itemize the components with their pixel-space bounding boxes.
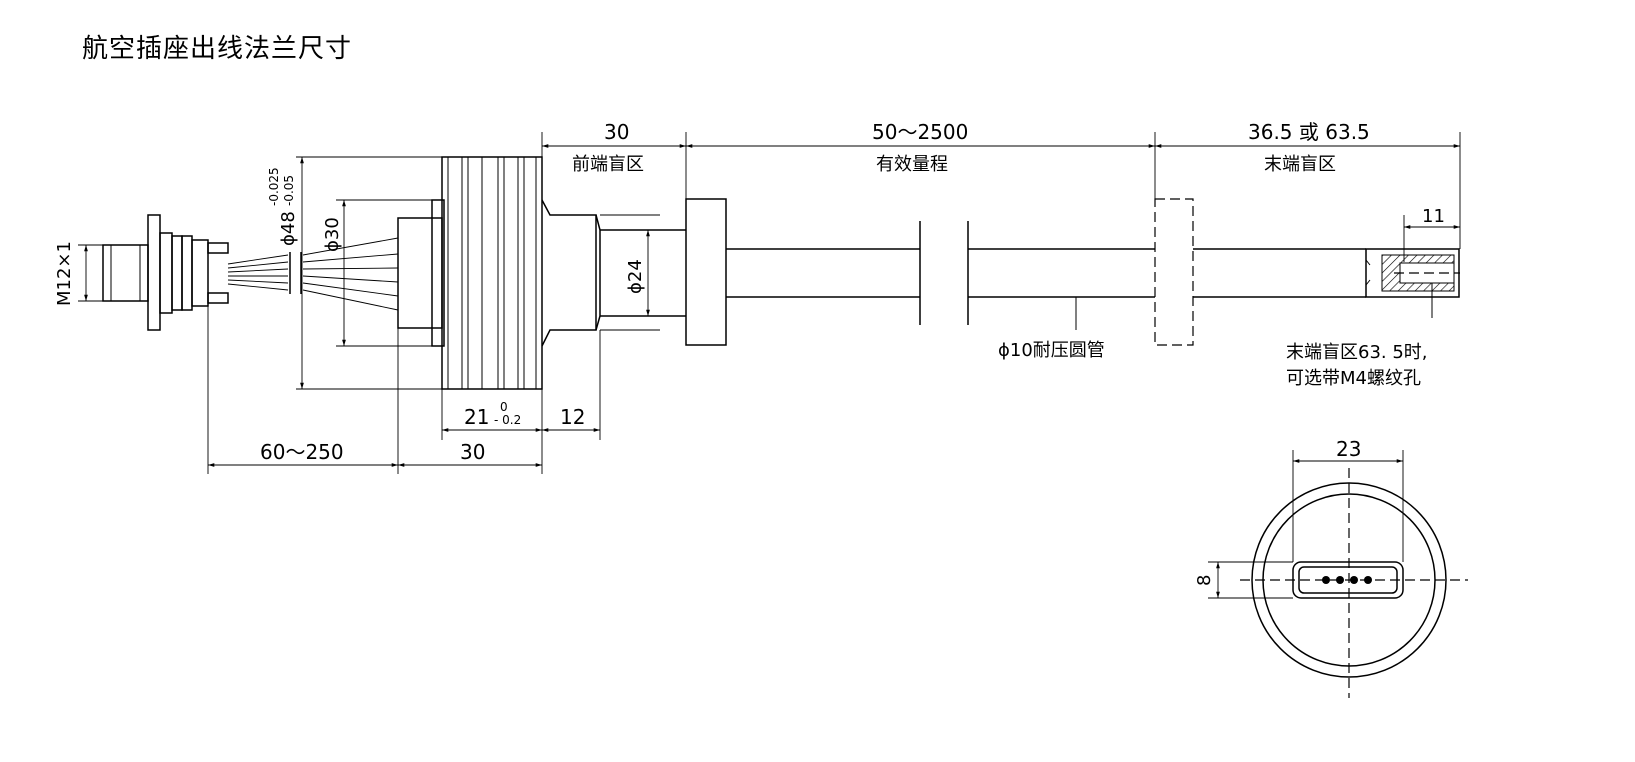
flange-diameter: ϕ48 bbox=[278, 211, 299, 246]
connector-flange bbox=[147, 214, 161, 331]
end-ring-dashed bbox=[1154, 198, 1194, 346]
tube-label: ϕ10耐压圆管 bbox=[998, 340, 1105, 361]
range-label: 有效量程 bbox=[876, 154, 948, 175]
diameter-dimensions: ϕ48 -0.025 -0.05 ϕ30 ϕ24 bbox=[267, 156, 650, 390]
flange-plate bbox=[441, 156, 543, 390]
front-blind-label: 前端盲区 bbox=[572, 154, 644, 175]
drawing-title: 航空插座出线法兰尺寸 bbox=[82, 34, 353, 64]
note-line-2: 可选带M4螺纹孔 bbox=[1286, 368, 1421, 389]
cable-length: 60～250 bbox=[260, 440, 344, 464]
end-blind-label: 末端盲区 bbox=[1264, 154, 1336, 175]
flange-tol-upper: -0.025 bbox=[267, 167, 281, 206]
flange-width-tol-lower: - 0.2 bbox=[494, 413, 521, 427]
flange-tol-lower: -0.05 bbox=[282, 175, 296, 206]
flange-body bbox=[397, 156, 686, 390]
flange-width-tol-upper: 0 bbox=[500, 400, 508, 414]
thread-dimension: M12×1 bbox=[54, 241, 103, 306]
top-dimensions: 30 前端盲区 50～2500 有效量程 36.5 或 63.5 末端盲区 11 bbox=[541, 120, 1461, 318]
thread-body bbox=[102, 244, 149, 302]
end-view: 23 8 bbox=[1194, 437, 1468, 698]
bottom-dimensions: 21 0 - 0.2 12 60～250 30 bbox=[207, 303, 601, 474]
front-blind-length: 30 bbox=[604, 120, 629, 144]
note-line-1: 末端盲区63. 5时, bbox=[1286, 342, 1428, 363]
body-length: 30 bbox=[460, 440, 485, 464]
connector bbox=[102, 214, 229, 331]
neck bbox=[541, 199, 597, 347]
hole-depth: 11 bbox=[1422, 206, 1445, 227]
range-length: 50～2500 bbox=[872, 120, 968, 144]
sensor-rod bbox=[685, 198, 1460, 346]
neck-diameter: ϕ24 bbox=[625, 259, 646, 294]
end-height: 8 bbox=[1194, 575, 1215, 586]
socket-outer bbox=[1292, 561, 1404, 599]
magnet-ring bbox=[685, 198, 727, 346]
neck-shaft bbox=[600, 229, 686, 317]
flange-width: 21 bbox=[464, 405, 489, 429]
bore-diameter: ϕ30 bbox=[322, 217, 343, 252]
wires bbox=[227, 237, 399, 311]
rear-block bbox=[397, 217, 443, 329]
socket-inner bbox=[1298, 566, 1398, 594]
neck-length: 12 bbox=[560, 405, 585, 429]
end-width: 23 bbox=[1336, 437, 1361, 461]
thread-label: M12×1 bbox=[54, 241, 75, 306]
end-blind-length: 36.5 或 63.5 bbox=[1248, 120, 1370, 144]
